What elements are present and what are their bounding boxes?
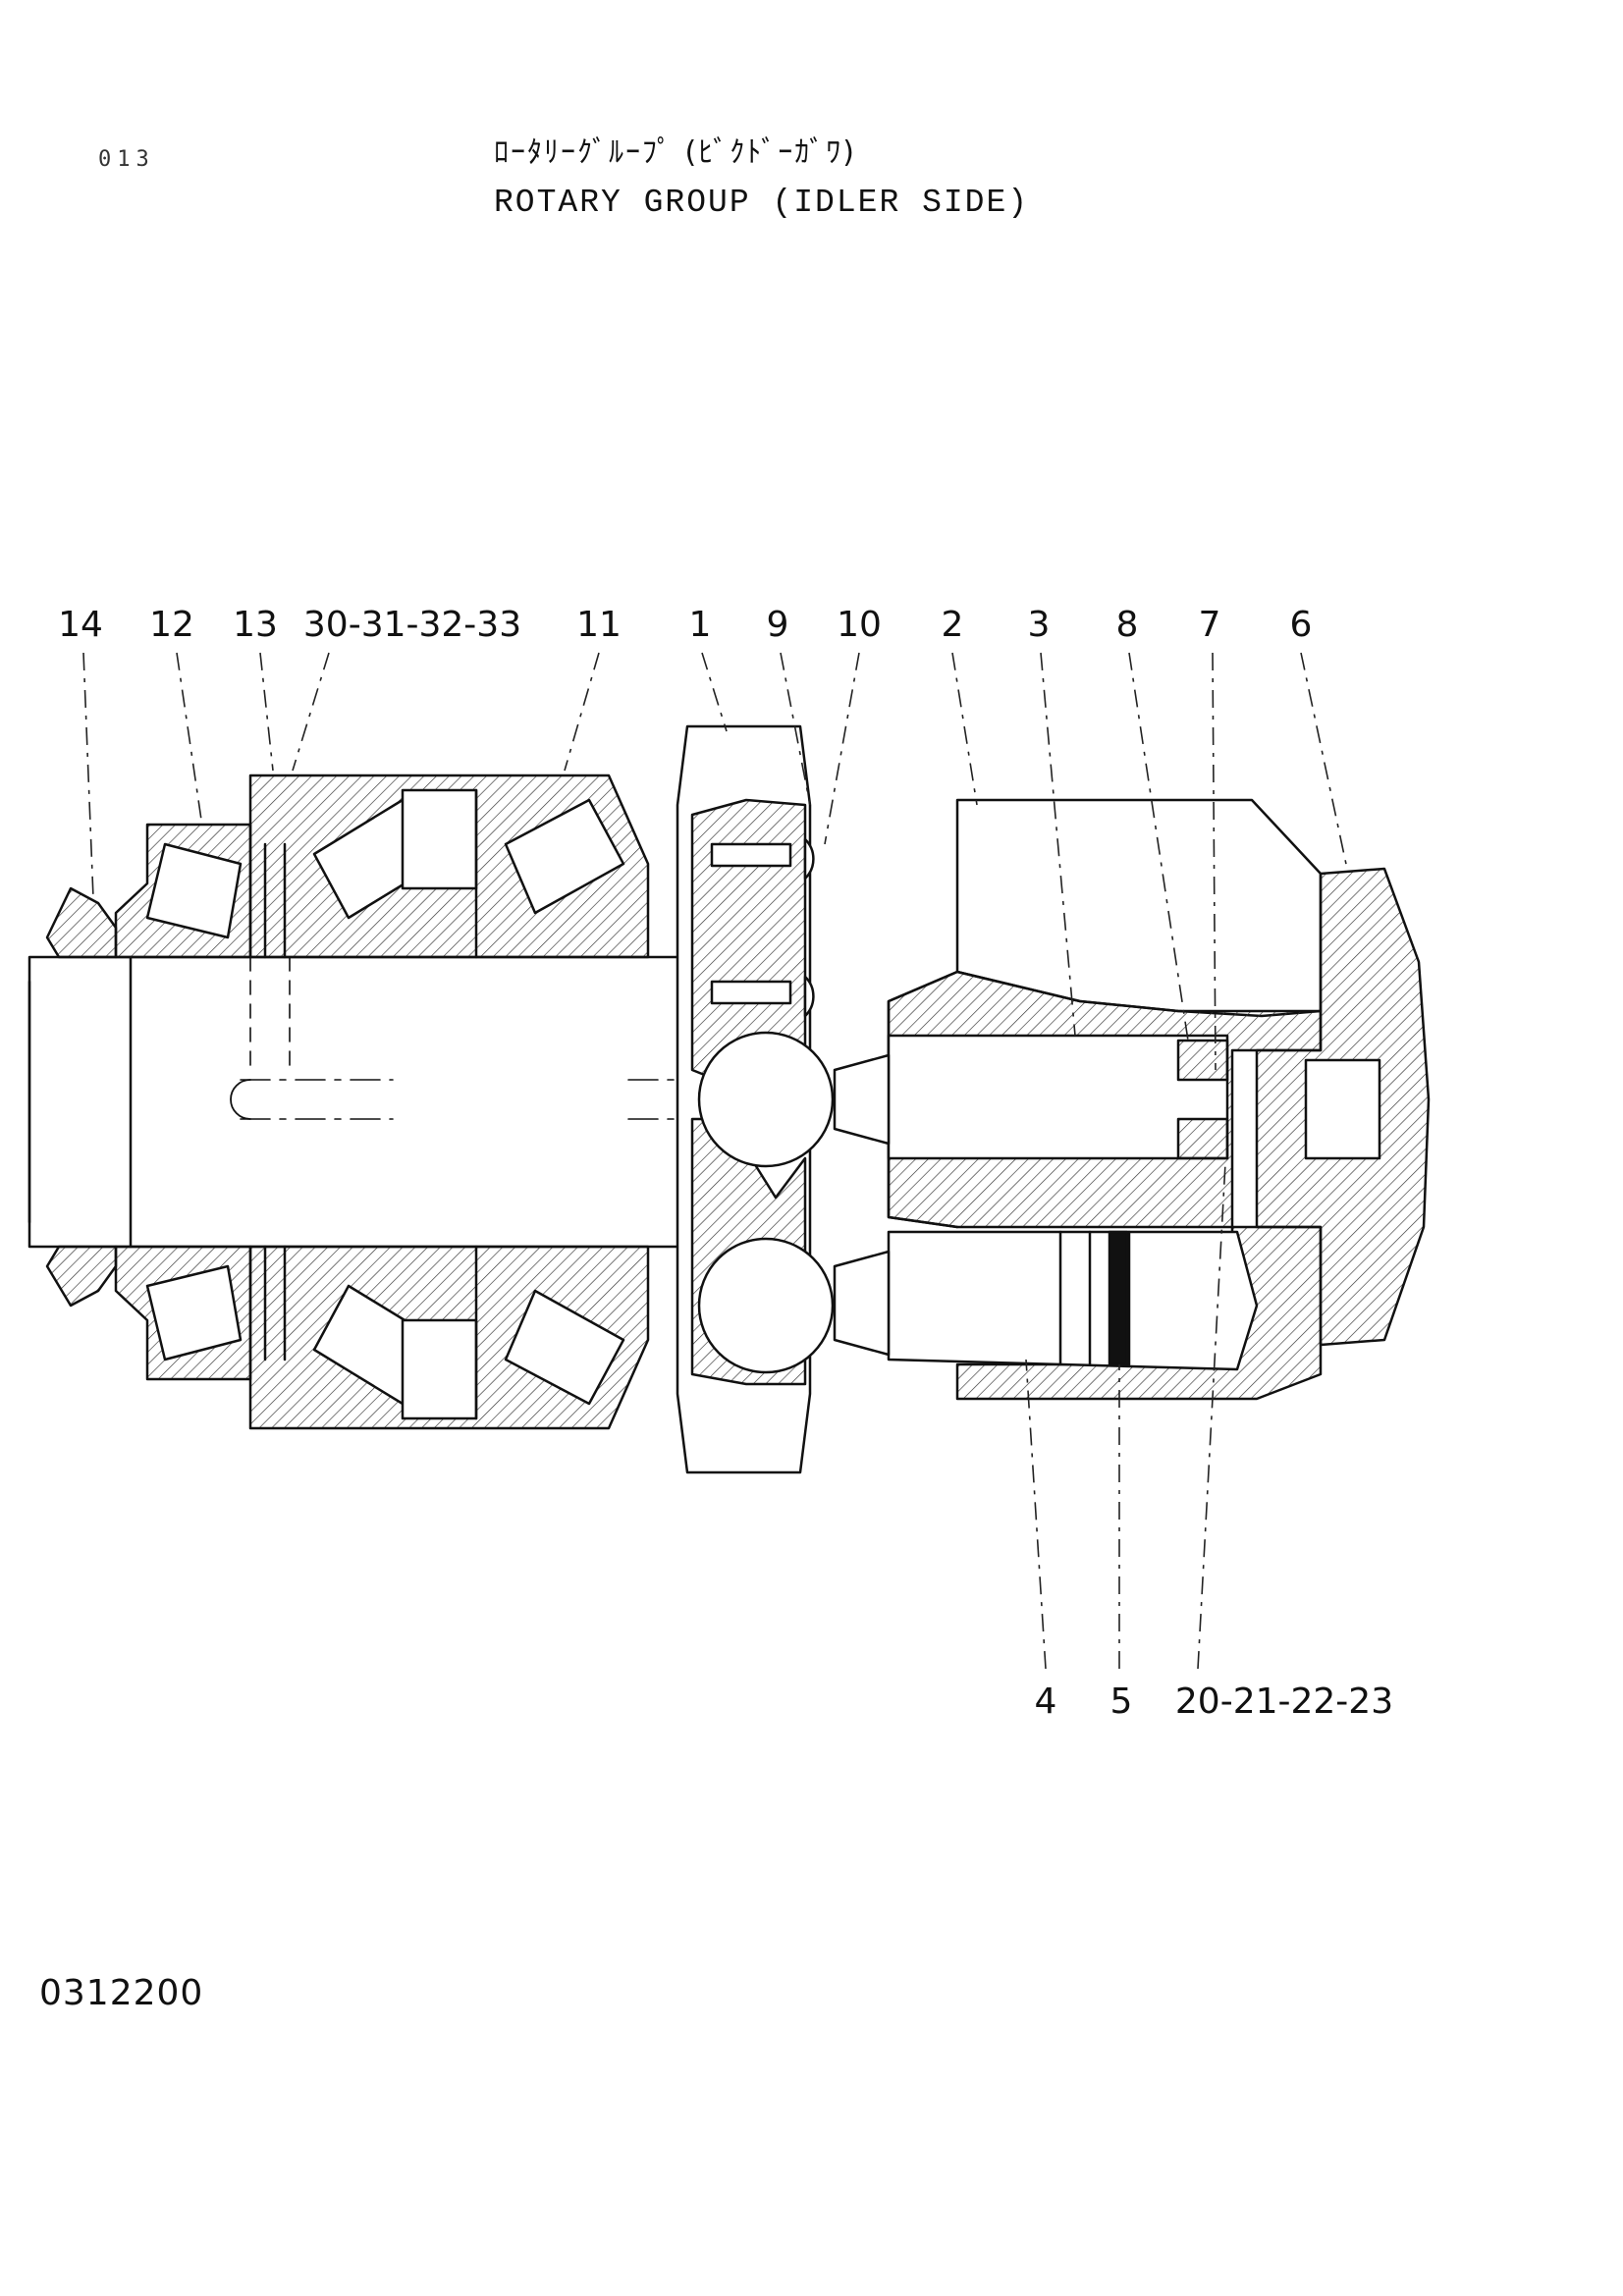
title-japanese: ﾛｰﾀﾘｰｸﾞﾙｰﾌﾟ (ﾋﾞｸﾄﾞｰｶﾞﾜ) (494, 135, 856, 170)
callout-top: 1 (689, 605, 712, 645)
shaft (27, 955, 689, 1249)
piston-ring (1108, 1230, 1129, 1366)
piston-lower (887, 1230, 1259, 1371)
callout-top: 30-31-32-33 (303, 605, 521, 645)
callout-top: 8 (1116, 605, 1139, 645)
callout-top: 14 (58, 605, 103, 645)
callout-bottom: 20-21-22-23 (1175, 1682, 1393, 1722)
callout-labels: 14 12 13 30-31-32-33 11 1 9 10 2 3 8 7 6… (58, 605, 1393, 1722)
callout-top: 7 (1199, 605, 1221, 645)
callout-top: 6 (1290, 605, 1313, 645)
piston-upper (887, 1034, 1229, 1160)
roller (145, 842, 243, 939)
roller (504, 1289, 625, 1406)
cylinder-block (955, 798, 1323, 1018)
callout-bottom: 4 (1035, 1682, 1057, 1722)
bolt (710, 975, 815, 1018)
title-english: ROTARY GROUP (IDLER SIDE) (494, 185, 1030, 221)
callout-top: 2 (942, 605, 964, 645)
roller (145, 1264, 243, 1362)
page-number: 013 (98, 147, 155, 172)
callout-bottom: 5 (1110, 1682, 1133, 1722)
callout-top: 10 (837, 605, 882, 645)
piston-ball-upper (697, 1031, 835, 1168)
callout-top: 3 (1028, 605, 1051, 645)
callout-top: 13 (233, 605, 278, 645)
callout-top: 11 (576, 605, 622, 645)
lock-nut (45, 886, 118, 959)
roller (504, 798, 625, 915)
drawing-lines (27, 724, 1431, 1474)
piston-ball-lower (697, 1237, 835, 1374)
leader-lines (82, 652, 1348, 1670)
callout-top: 12 (149, 605, 194, 645)
bolt (710, 837, 815, 881)
drawing-code: 0312200 (39, 1973, 204, 2013)
callout-top: 9 (767, 605, 789, 645)
